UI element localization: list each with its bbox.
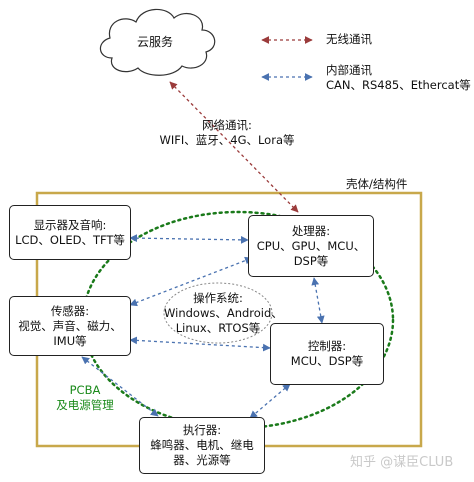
controller-box: 控制器: MCU、DSP等 (270, 323, 384, 385)
pcba-label: PCBA 及电源管理 (50, 383, 120, 413)
cloud-shape (99, 8, 216, 76)
sensor-title: 传感器: (50, 303, 90, 318)
arrow-processor-controller (311, 277, 325, 324)
arrow-sensor-processor (129, 256, 253, 307)
sensor-types-1: 视觉、声音、磁力、 (18, 318, 122, 333)
os-title: 操作系统: (193, 291, 243, 305)
processor-box: 处理器: CPU、GPU、MCU、 DSP等 (248, 215, 374, 277)
network-label: 网络通讯: WIFI、蓝牙、4G、Lora等 (152, 118, 302, 148)
os-types-1: Windows、Android、 (164, 306, 283, 320)
arrow-controller-actuator (249, 383, 291, 419)
controller-title: 控制器: (307, 339, 347, 353)
controller-types: MCU、DSP等 (290, 354, 364, 368)
sensor-box: 传感器: 视觉、声音、磁力、 IMU等 (9, 296, 131, 356)
os-label: 操作系统: Windows、Android、 Linux、RTOS等 (164, 291, 283, 336)
processor-types-1: CPU、GPU、MCU、 (256, 238, 366, 253)
display-title: 显示器及音响: (33, 217, 107, 232)
cloud-label: 云服务 (137, 35, 174, 49)
legend-internal-protocols: CAN、RS485、Ethercat等 (326, 78, 471, 92)
os-types-2: Linux、RTOS等 (175, 321, 261, 335)
actuator-title: 执行器: (182, 423, 222, 437)
processor-title: 处理器: (291, 223, 331, 238)
arrow-display-processor (129, 234, 249, 244)
pcba-subtitle: 及电源管理 (56, 398, 114, 412)
display-box: 显示器及音响: LCD、OLED、TFT等 (9, 205, 131, 260)
arrow-sensor-controller (129, 336, 271, 352)
wireless-arrow-cloud-processor (169, 81, 299, 213)
watermark: 知乎 @谋臣CLUB (350, 455, 454, 470)
actuator-types-1: 蜂鸣器、电机、继电 (150, 438, 254, 452)
legend-internal-label: 内部通讯 (326, 63, 372, 77)
enclosure-label: 壳体/结构件 (346, 177, 408, 191)
network-label-line1: 网络通讯: (202, 118, 252, 132)
display-types: LCD、OLED、TFT等 (15, 232, 125, 247)
actuator-types-2: 器、光源等 (173, 453, 231, 467)
processor-types-2: DSP等 (293, 253, 329, 268)
arrow-sensor-actuator (81, 356, 159, 417)
pcba-title: PCBA (69, 383, 101, 397)
legend-wireless-label: 无线通讯 (326, 32, 372, 46)
sensor-types-2: IMU等 (53, 333, 87, 348)
network-label-line2: WIFI、蓝牙、4G、Lora等 (159, 133, 295, 147)
actuator-box: 执行器: 蜂鸣器、电机、继电 器、光源等 (139, 417, 265, 474)
